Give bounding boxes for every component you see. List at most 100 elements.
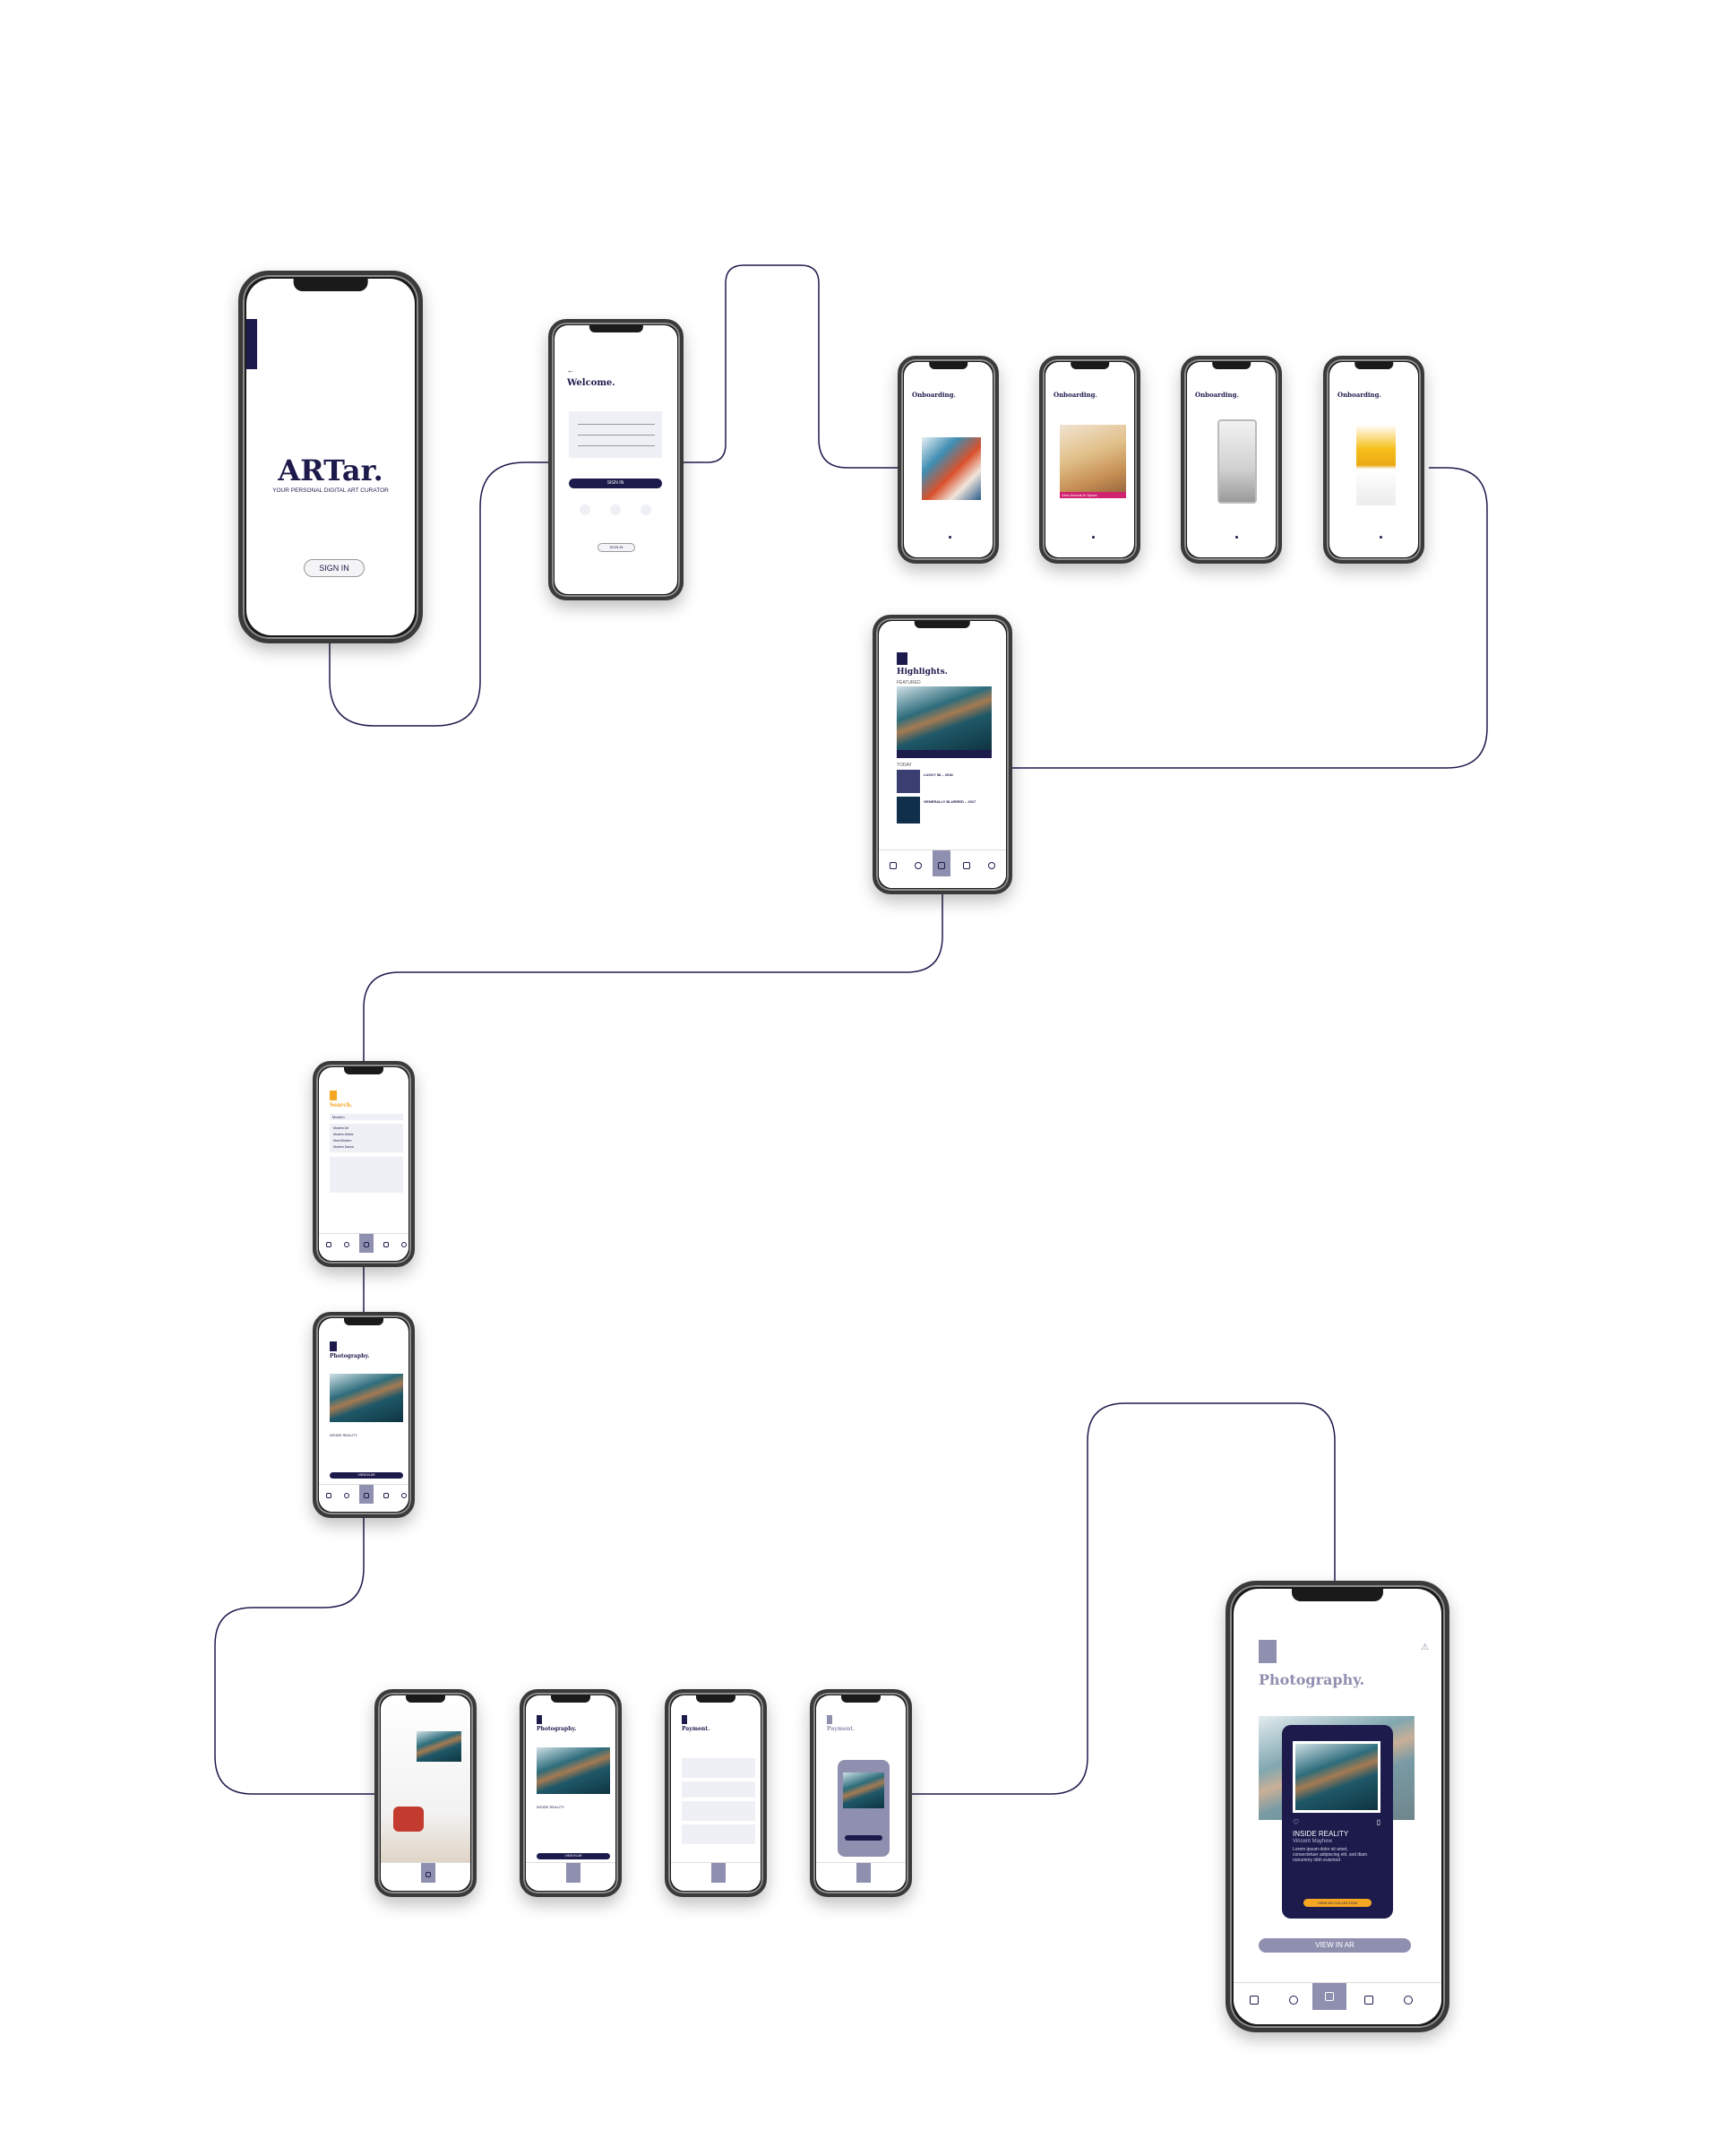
welcome-phone: ← Welcome. SIGN IN SIGN IN — [548, 319, 684, 600]
bookmark-icon[interactable]: ▯ — [1376, 1818, 1380, 1826]
onboarding-phone-1: Onboarding. — [898, 356, 999, 564]
tab-selected — [1312, 1983, 1346, 2010]
username-field[interactable] — [578, 424, 655, 425]
search-icon[interactable] — [344, 1492, 349, 1498]
password-field[interactable] — [578, 445, 655, 446]
email-field[interactable] — [578, 435, 655, 436]
today-item-2[interactable]: GENERALLY BLURRED – 2017 — [924, 799, 976, 804]
suggestion-item[interactable]: Most Modern — [333, 1139, 352, 1143]
ar-room-screen — [381, 1695, 470, 1891]
onboarding-device-image — [1217, 419, 1257, 504]
phone-notch — [406, 1695, 445, 1703]
tab-bar — [319, 1232, 408, 1261]
rocking-horse-image — [393, 1807, 424, 1832]
gallery-icon[interactable] — [426, 1871, 431, 1877]
view-collection-button[interactable]: VIEW MY COLLECTION — [1303, 1899, 1372, 1907]
tag-icon[interactable] — [383, 1241, 389, 1247]
brand-tab — [1259, 1640, 1277, 1663]
bell-icon[interactable]: ⚠ — [1421, 1643, 1429, 1652]
gallery-icon[interactable] — [938, 861, 945, 869]
app-logo: ARTar. — [278, 453, 383, 487]
brand-tab — [246, 319, 257, 369]
google-icon[interactable] — [641, 505, 651, 515]
artwork-image[interactable] — [330, 1374, 403, 1422]
today-label: TODAY — [897, 763, 912, 768]
ar-badge: View Artwork in Space — [1060, 492, 1126, 498]
profile-icon[interactable] — [401, 1492, 407, 1498]
suggestion-item[interactable]: Modern Art — [333, 1126, 349, 1130]
view-in-ar-button[interactable]: VIEW IN AR — [330, 1472, 403, 1479]
brand-tab — [827, 1715, 832, 1724]
gallery-icon[interactable] — [364, 1492, 369, 1498]
artwork-title: INSIDE REALITY — [330, 1433, 358, 1437]
suggestion-item[interactable]: Modern Dance — [333, 1145, 354, 1149]
sign-in-button[interactable]: SIGN IN — [569, 479, 662, 488]
ar-artwork[interactable] — [417, 1731, 461, 1762]
grid-icon[interactable] — [890, 861, 897, 869]
confirmation-card — [838, 1760, 890, 1857]
view-in-ar-button[interactable]: VIEW IN AR — [537, 1853, 610, 1859]
tag-icon[interactable] — [383, 1492, 389, 1498]
onboarding-title: Onboarding. — [1054, 391, 1097, 399]
view-in-ar-button[interactable]: VIEW IN AR — [1259, 1938, 1411, 1953]
profile-icon[interactable] — [1404, 1996, 1413, 2005]
search-input[interactable]: Modern — [330, 1114, 403, 1120]
phone-notch — [696, 1695, 735, 1703]
brand-tab — [330, 1091, 337, 1100]
payment-card[interactable] — [682, 1781, 755, 1798]
phone-notch — [914, 621, 971, 628]
suggestion-item[interactable]: Modern Artists — [333, 1133, 354, 1136]
gallery-icon[interactable] — [364, 1241, 369, 1247]
app-tagline: YOUR PERSONAL DIGITAL ART CURATOR — [272, 487, 389, 494]
search-icon[interactable] — [915, 861, 922, 869]
profile-icon[interactable] — [988, 861, 995, 869]
search-phone: Search. Modern Modern Art Modern Artists… — [313, 1061, 415, 1267]
tab-selected — [359, 1233, 374, 1253]
footer-sign-in-button[interactable]: SIGN IN — [598, 543, 635, 552]
payment-title: Payment. — [682, 1726, 710, 1732]
payment-title: Payment. — [827, 1726, 856, 1732]
photography-screen: Photography. INSIDE REALITY VIEW IN AR — [319, 1318, 408, 1512]
onboarding-sculpture — [1356, 425, 1396, 505]
tab-bar — [816, 1862, 906, 1891]
gallery-icon[interactable] — [1325, 1992, 1334, 2001]
today-item-1[interactable]: LUCKY 58 – 2018 — [924, 772, 953, 777]
profile-icon[interactable] — [401, 1241, 407, 1247]
artwork-image[interactable] — [537, 1747, 610, 1794]
ar-room-phone — [374, 1689, 477, 1897]
card-title: INSIDE REALITY — [1293, 1830, 1349, 1838]
payment-confirm-phone: Payment. — [810, 1689, 912, 1897]
sign-in-button[interactable]: SIGN IN — [304, 559, 365, 577]
today-thumb-1[interactable] — [897, 770, 920, 793]
tag-icon[interactable] — [963, 861, 970, 869]
phone-notch — [841, 1695, 881, 1703]
heart-icon[interactable]: ♡ — [1293, 1818, 1300, 1826]
grid-icon[interactable] — [326, 1241, 331, 1247]
search-icon[interactable] — [344, 1241, 349, 1247]
shipping-card[interactable] — [682, 1758, 755, 1778]
grid-icon[interactable] — [1250, 1996, 1259, 2005]
tab-bar — [319, 1483, 408, 1512]
today-thumb-2[interactable] — [897, 797, 920, 824]
page-indicator — [1235, 536, 1238, 539]
onboarding-title: Onboarding. — [912, 391, 956, 399]
twitter-icon[interactable] — [610, 505, 621, 515]
search-icon[interactable] — [1289, 1996, 1298, 2005]
order-total — [682, 1824, 755, 1844]
onboarding-screen-4: Onboarding. — [1329, 362, 1418, 557]
grid-icon[interactable] — [326, 1492, 331, 1498]
recent-searches — [330, 1157, 403, 1193]
photography-title: Photography. — [1259, 1671, 1365, 1688]
facebook-icon[interactable] — [580, 505, 590, 515]
card-artwork[interactable] — [1293, 1741, 1380, 1813]
onboarding-phone-3: Onboarding. — [1181, 356, 1282, 564]
tag-icon[interactable] — [1364, 1996, 1373, 2005]
suggestions-list: Modern Art Modern Artists Most Modern Mo… — [330, 1124, 403, 1152]
artwork-title: INSIDE REALITY — [537, 1805, 565, 1809]
onboarding-phone-4: Onboarding. — [1323, 356, 1424, 564]
confirm-button[interactable] — [845, 1835, 882, 1841]
featured-artwork[interactable] — [897, 686, 992, 750]
phone-notch — [344, 1318, 383, 1325]
back-arrow-icon[interactable]: ← — [567, 367, 574, 375]
collection-phone: ⚠ Photography. ♡ ▯ INSIDE REALITY Vincen… — [1226, 1581, 1449, 2032]
